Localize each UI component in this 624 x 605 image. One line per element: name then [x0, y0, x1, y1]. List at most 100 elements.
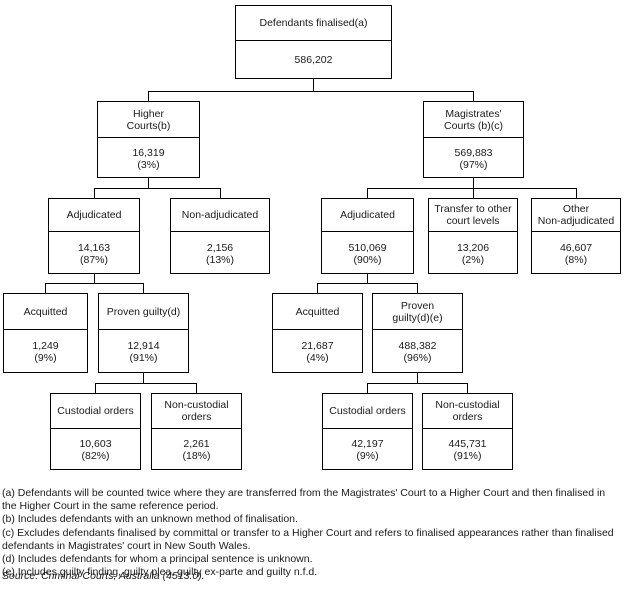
- node-title: Custodial orders: [51, 394, 140, 429]
- node-magistrates-adjudicated: Adjudicated 510,069 (90%): [321, 198, 414, 274]
- node-value: 2,261 (18%): [152, 429, 241, 471]
- node-title-line2: orders: [452, 411, 483, 423]
- node-title-line2: Non-adjudicated: [537, 215, 615, 227]
- node-title-line2: Courts(b): [126, 119, 171, 132]
- connector-higher-to-adjudicated: [94, 188, 95, 198]
- connector-m-adj-to-acquitted: [317, 283, 318, 293]
- node-value: 488,382 (96%): [373, 330, 462, 374]
- node-title: Proven guilty(d): [99, 294, 188, 330]
- connector-h-guilty-bus: [95, 383, 196, 384]
- connector-h-adj-to-guilty: [143, 283, 144, 293]
- footnotes: (a) Defendants will be counted twice whe…: [2, 487, 622, 579]
- node-title: Magistrates' Courts (b)(c): [424, 102, 523, 138]
- node-title: Transfer to other court levels: [429, 199, 517, 232]
- node-title: Acquitted: [4, 294, 87, 330]
- connector-root-bus: [148, 91, 473, 92]
- node-title: Non-custodial orders: [152, 394, 241, 429]
- connector-m-guilty-to-custodial: [367, 383, 368, 393]
- node-magistrates-custodial-orders: Custodial orders 42,197 (9%): [322, 393, 413, 470]
- node-higher-adjudicated: Adjudicated 14,163 (87%): [48, 198, 140, 274]
- node-value-number: 16,319: [132, 146, 165, 159]
- node-higher-proven-guilty: Proven guilty(d) 12,914 (91%): [98, 293, 189, 373]
- node-value: 569,883 (97%): [424, 138, 523, 179]
- node-title: Acquitted: [273, 294, 362, 330]
- footnote-c: (c) Excludes defendants finalised by com…: [2, 526, 614, 552]
- node-value: 14,163 (87%): [49, 232, 139, 275]
- connector-root-stem: [313, 79, 314, 92]
- node-title: Custodial orders: [323, 394, 412, 429]
- node-title-line2: court levels: [446, 215, 500, 227]
- node-value: 586,202: [236, 41, 391, 78]
- node-value-percent: (9%): [356, 450, 379, 462]
- node-higher-acquitted: Acquitted 1,249 (9%): [3, 293, 88, 373]
- node-higher-non-adjudicated: Non-adjudicated 2,156 (13%): [170, 198, 270, 274]
- node-value-percent: (3%): [137, 158, 160, 171]
- source-line: Source: Criminal Courts, Australia (4513…: [2, 570, 205, 582]
- node-value-percent: (87%): [79, 253, 108, 266]
- connector-mags-to-adjudicated: [367, 188, 368, 198]
- node-value: 445,731 (91%): [423, 429, 512, 471]
- node-title-line2: guilty(d)(e): [392, 311, 443, 324]
- node-value-number: 12,914: [127, 340, 160, 352]
- node-value-number: 2,261: [183, 438, 210, 450]
- node-title-line1: Higher: [133, 107, 164, 120]
- node-higher-courts: Higher Courts(b) 16,319 (3%): [97, 101, 200, 178]
- connector-root-to-mags: [473, 91, 474, 101]
- node-value-percent: (13%): [205, 253, 234, 266]
- node-title-line2: Courts (b)(c): [444, 119, 503, 132]
- node-value: 510,069 (90%): [322, 232, 413, 275]
- connector-h-guilty-to-custodial: [95, 383, 96, 393]
- node-value: 16,319 (3%): [98, 138, 199, 179]
- connector-m-guilty-bus: [367, 383, 467, 384]
- connector-higher-stem: [148, 178, 149, 188]
- flowchart-canvas: Defendants finalised(a) 586,202 Higher C…: [3, 5, 621, 471]
- connector-m-adj-stem: [367, 274, 368, 283]
- node-value-percent: (9%): [34, 352, 57, 364]
- node-magistrates-acquitted: Acquitted 21,687 (4%): [272, 293, 363, 373]
- connector-mags-stem: [473, 178, 474, 188]
- node-value-percent: (90%): [353, 253, 382, 266]
- node-title: Higher Courts(b): [98, 102, 199, 138]
- node-value-number: 569,883: [454, 146, 493, 159]
- connector-mags-bus: [367, 188, 576, 189]
- footnote-b: (b) Includes defendants with an unknown …: [2, 513, 298, 526]
- node-title: Other Non-adjudicated: [532, 199, 620, 232]
- node-title: Non-adjudicated: [171, 199, 269, 232]
- connector-h-guilty-stem: [143, 373, 144, 383]
- node-title: Adjudicated: [322, 199, 413, 232]
- connector-m-guilty-stem: [417, 373, 418, 383]
- node-title-line1: Other: [562, 203, 590, 215]
- connector-m-adj-to-guilty: [417, 283, 418, 293]
- node-value-number: 10,603: [79, 438, 112, 450]
- node-value-number: 586,202: [294, 53, 333, 66]
- node-value-number: 2,156: [206, 241, 234, 254]
- node-value-percent: (91%): [453, 450, 482, 462]
- connector-root-to-higher: [148, 91, 149, 101]
- connector-mags-to-other: [576, 188, 577, 198]
- connector-h-adj-bus: [45, 283, 143, 284]
- node-value: 21,687 (4%): [273, 330, 362, 374]
- node-value-number: 510,069: [348, 241, 387, 254]
- node-value-percent: (82%): [81, 450, 110, 462]
- node-value-percent: (2%): [461, 253, 485, 266]
- node-value-percent: (97%): [459, 158, 488, 171]
- node-value: 42,197 (9%): [323, 429, 412, 471]
- node-value: 13,206 (2%): [429, 232, 517, 275]
- connector-higher-to-non-adjudicated: [220, 188, 221, 198]
- node-value: 12,914 (91%): [99, 330, 188, 374]
- node-value: 2,156 (13%): [171, 232, 269, 275]
- connector-mags-to-transfer: [473, 188, 474, 198]
- connector-m-guilty-to-non-custodial: [467, 383, 468, 393]
- node-value-number: 14,163: [77, 241, 111, 254]
- node-value-number: 488,382: [398, 340, 437, 352]
- footnote-d: (d) Includes defendants for whom a princ…: [2, 553, 313, 566]
- node-value-percent: (18%): [182, 450, 211, 462]
- node-value: 1,249 (9%): [4, 330, 87, 374]
- connector-h-adj-to-acquitted: [45, 283, 46, 293]
- node-title: Adjudicated: [49, 199, 139, 232]
- node-value-number: 1,249: [32, 340, 59, 352]
- connector-higher-bus: [94, 188, 220, 189]
- node-value-number: 42,197: [351, 438, 384, 450]
- node-title-line1: Magistrates': [445, 107, 502, 120]
- node-title: Proven guilty(d)(e): [373, 294, 462, 330]
